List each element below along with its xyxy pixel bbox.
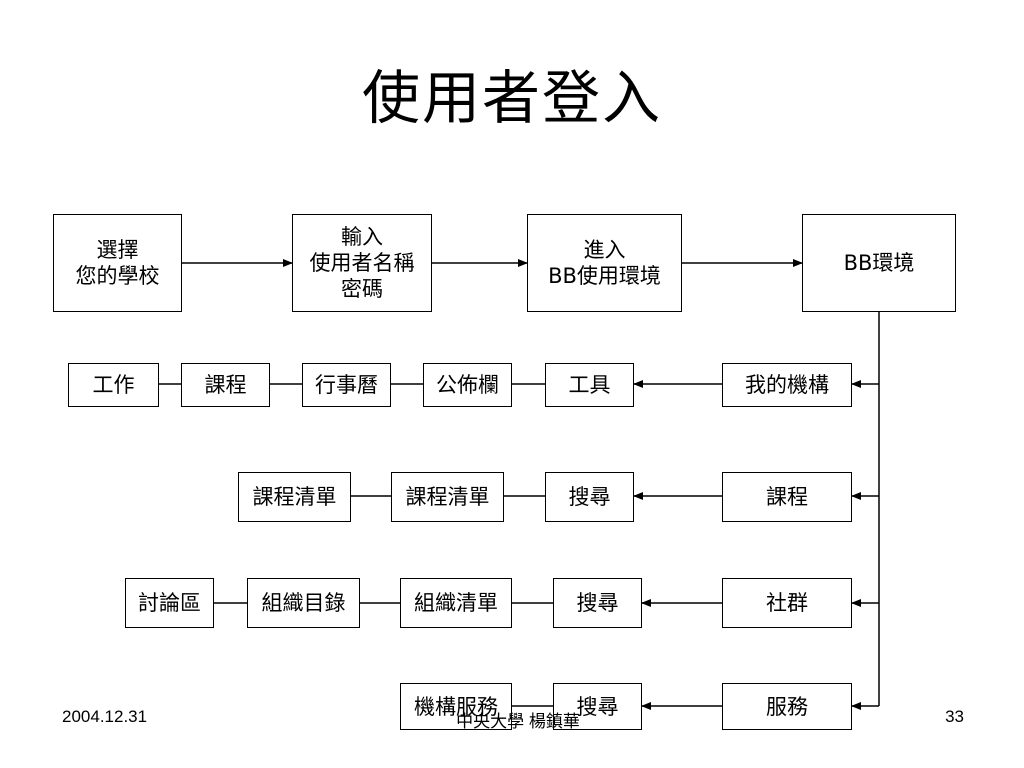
tools-box[interactable]: 工具 xyxy=(545,363,634,407)
forum-box[interactable]: 討論區 xyxy=(125,578,214,628)
course-search-box[interactable]: 搜尋 xyxy=(545,472,634,522)
institution-service-box[interactable]: 機構服務 xyxy=(400,683,512,730)
calendar-box[interactable]: 行事曆 xyxy=(302,363,391,407)
service-search-box[interactable]: 搜尋 xyxy=(553,683,642,730)
bulletin-box[interactable]: 公佈欄 xyxy=(423,363,512,407)
enter-bb-box[interactable]: 進入 BB使用環境 xyxy=(527,214,682,312)
bb-environment-box[interactable]: BB環境 xyxy=(802,214,956,312)
community-search-box[interactable]: 搜尋 xyxy=(553,578,642,628)
select-school-box[interactable]: 選擇 您的學校 xyxy=(53,214,182,312)
footer-author: 中央大學 楊鎮華 xyxy=(456,712,580,731)
work-box[interactable]: 工作 xyxy=(68,363,159,407)
enter-credentials-box[interactable]: 輸入 使用者名稱 密碼 xyxy=(292,214,432,312)
footer-date: 2004.12.31 xyxy=(62,707,148,726)
course-list-box-1[interactable]: 課程清單 xyxy=(391,472,504,522)
service-box[interactable]: 服務 xyxy=(722,683,852,730)
course-list-box-2[interactable]: 課程清單 xyxy=(238,472,351,522)
course-box[interactable]: 課程 xyxy=(181,363,270,407)
community-box[interactable]: 社群 xyxy=(722,578,852,628)
page-title: 使用者登入 xyxy=(361,64,662,132)
page-number: 33 xyxy=(945,707,964,726)
my-institution-box[interactable]: 我的機構 xyxy=(722,363,852,407)
org-directory-box[interactable]: 組織目錄 xyxy=(247,578,360,628)
org-list-box[interactable]: 組織清單 xyxy=(400,578,512,628)
courses-box[interactable]: 課程 xyxy=(722,472,852,522)
